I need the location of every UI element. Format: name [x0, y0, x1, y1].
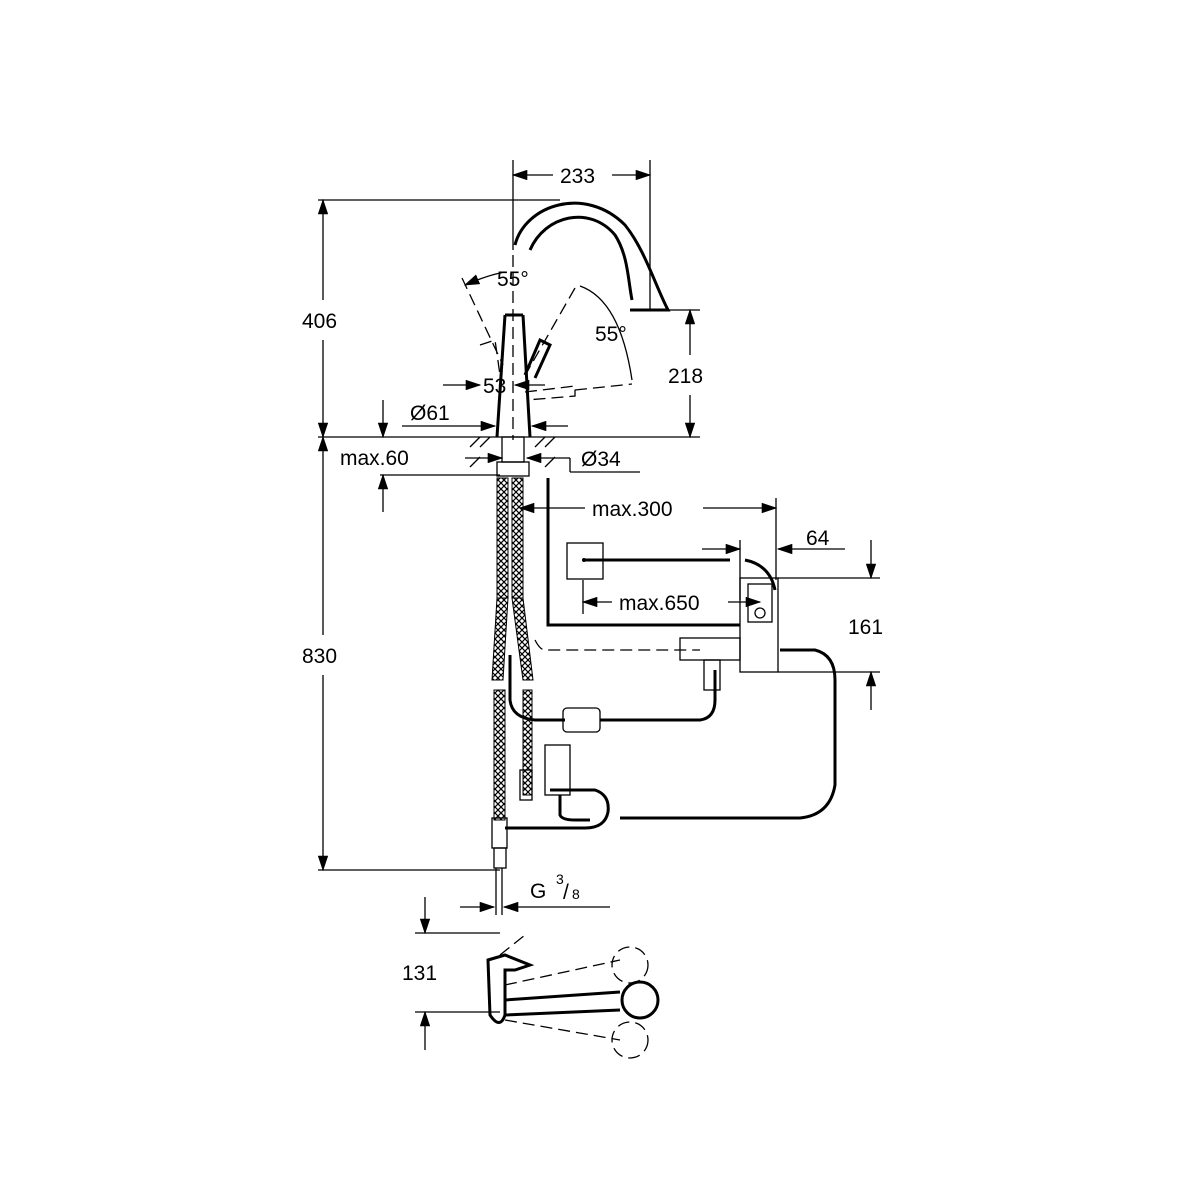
dim-thread: G	[530, 880, 546, 903]
dim-angle-left: 55°	[497, 268, 529, 291]
faucet-plan-view	[486, 934, 660, 1059]
dim-total-height: 406	[302, 310, 337, 333]
dim-plan-height: 131	[402, 962, 437, 985]
dim-controller-depth: 64	[806, 527, 830, 550]
dim-controller-height: 161	[848, 616, 883, 639]
dim-body-width: 53	[483, 375, 506, 398]
dim-hose-length: 830	[302, 645, 337, 668]
dimension-labels: 233 406 55° 55° 218 53 Ø61 max.60 Ø34 ma…	[302, 165, 883, 985]
control-unit	[739, 577, 779, 673]
dim-max-counter: max.60	[340, 447, 409, 470]
dimension-lines	[317, 169, 880, 1050]
dim-thread-den: 8	[572, 886, 580, 902]
dim-thread-num: 3	[556, 871, 564, 887]
faucet-elevation	[462, 201, 671, 477]
dim-angle-right: 55°	[595, 323, 627, 346]
dim-base-diameter: Ø61	[410, 402, 450, 425]
dim-spout-height: 218	[668, 365, 703, 388]
dim-max-650: max.650	[619, 592, 700, 615]
sensor-box	[566, 542, 777, 591]
dim-hole-diameter: Ø34	[581, 448, 621, 471]
dim-spout-reach: 233	[560, 165, 595, 188]
dim-max-300: max.300	[592, 498, 673, 521]
dim-thread-slash: /	[563, 881, 569, 904]
hoses	[491, 477, 837, 915]
